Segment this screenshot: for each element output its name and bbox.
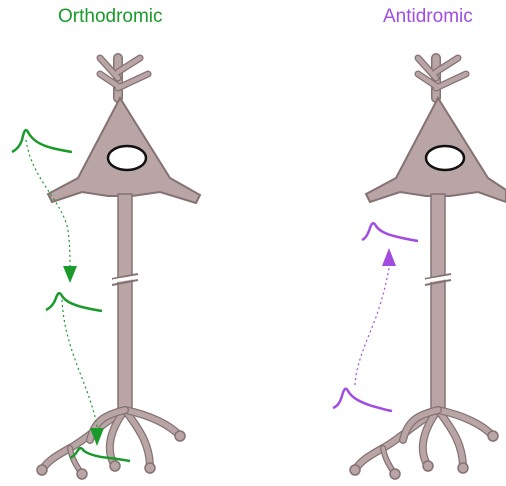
up-arrow (382, 248, 396, 266)
action-potential-2 (46, 293, 102, 311)
action-potential-antidromic-2 (333, 389, 392, 411)
action-potential-3 (70, 448, 130, 461)
down-arrow-1 (63, 266, 77, 283)
propagation-path-antidromic (355, 268, 389, 385)
propagation-path-2 (62, 300, 97, 428)
action-potential-antidromic-1 (362, 223, 418, 241)
neuron-right (350, 58, 506, 479)
nucleus-right (426, 146, 464, 170)
antidromic-signals (333, 223, 418, 411)
nucleus-left (108, 146, 146, 170)
propagation-path-1 (26, 140, 70, 268)
neuron-left (37, 58, 200, 479)
terminal-branches-left (37, 410, 185, 479)
axon-left (118, 194, 132, 414)
action-potential-1 (12, 130, 72, 152)
terminal-branches-right (350, 410, 498, 479)
axon-right (431, 194, 445, 414)
